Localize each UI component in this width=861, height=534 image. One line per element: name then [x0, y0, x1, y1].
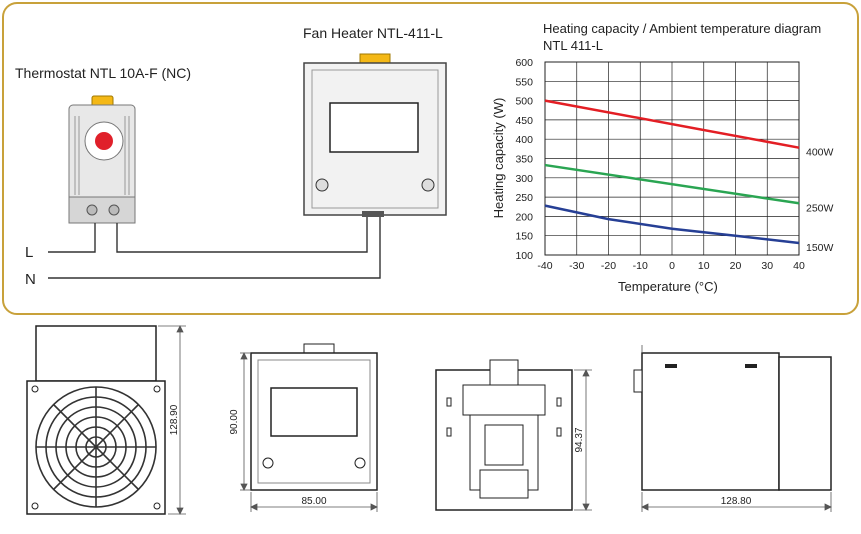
view-back: 94.37 — [435, 359, 592, 511]
line-l-label: L — [25, 244, 33, 261]
chart-ticks: -40 -30 -20 -10 0 10 20 30 40 100 150 200 250 300 350 4… — [515, 57, 805, 272]
y-tick-label: 400 — [515, 134, 533, 146]
view-side-fan: 128.90 — [26, 325, 186, 515]
screw-icon — [153, 502, 161, 510]
dim-back-height: 94.37 — [574, 427, 585, 452]
y-tick-label: 350 — [515, 154, 533, 166]
view-top: 128.80 — [633, 345, 832, 512]
wire-n — [48, 217, 381, 279]
thermostat-dial[interactable] — [95, 132, 113, 150]
x-tick-label: -20 — [601, 260, 616, 272]
y-tick-label: 250 — [515, 192, 533, 204]
screw-icon — [354, 457, 366, 469]
x-tick-label: -10 — [633, 260, 648, 272]
heater-window — [329, 102, 419, 153]
fan-grille-icon — [35, 386, 157, 508]
x-tick-label: -30 — [569, 260, 584, 272]
top-fan-housing — [778, 356, 832, 491]
y-tick-label: 600 — [515, 57, 533, 69]
series-line-250W — [544, 163, 800, 205]
thermostat-terminal-block — [68, 196, 136, 224]
thermostat-vent-right — [124, 116, 130, 195]
x-tick-label: 10 — [698, 260, 710, 272]
wiring-frame — [2, 2, 859, 315]
y-tick-label: 450 — [515, 115, 533, 127]
screw-icon — [262, 457, 274, 469]
top-body — [641, 352, 780, 491]
chart-xlabel: Temperature (°C) — [618, 279, 718, 294]
x-tick-label: 40 — [793, 260, 805, 272]
line-n-label: N — [25, 271, 36, 288]
dim-side-height: 128.90 — [169, 404, 180, 435]
dimension-back — [574, 369, 592, 511]
dim-top-width: 128.80 — [721, 496, 752, 507]
thermostat-vent-left — [74, 116, 80, 195]
slot-icon — [446, 397, 452, 407]
wiring-lines — [48, 217, 381, 279]
x-tick-label: 0 — [669, 260, 675, 272]
capacity-chart: Heating capacity / Ambient temperature d… — [491, 21, 834, 294]
series-line-400W — [544, 99, 800, 149]
terminal-screw-icon — [86, 204, 98, 216]
series-line-150W — [544, 204, 800, 245]
top-clip — [633, 369, 643, 393]
chart-ylabel: Heating capacity (W) — [491, 98, 506, 219]
series-label: 150W — [806, 242, 834, 254]
heater-label: Fan Heater NTL-411-L — [303, 25, 443, 41]
chart-series: 400W 250W 150W — [544, 99, 834, 254]
din-clip-window — [484, 424, 524, 466]
fan-heater-wiring: Fan Heater NTL-411-L — [303, 25, 447, 217]
series-label: 400W — [806, 147, 834, 159]
y-tick-label: 100 — [515, 250, 533, 262]
screw-icon — [31, 385, 39, 393]
dimension-side-height — [158, 325, 186, 515]
y-tick-label: 550 — [515, 76, 533, 88]
dim-front-height: 90.00 — [229, 409, 240, 434]
x-tick-label: 20 — [730, 260, 742, 272]
dimension-top — [641, 345, 832, 512]
chart-subtitle: NTL 411-L — [543, 38, 603, 53]
heater-panel — [311, 69, 439, 209]
front-panel — [257, 359, 371, 484]
y-tick-label: 300 — [515, 173, 533, 185]
slot-icon — [745, 364, 757, 368]
thermostat: Thermostat NTL 10A-F (NC) — [15, 65, 191, 224]
wire-l-in — [48, 223, 96, 253]
housing-top — [35, 325, 157, 382]
thermostat-label: Thermostat NTL 10A-F (NC) — [15, 65, 191, 81]
din-clip-bottom — [479, 469, 529, 499]
x-tick-label: 30 — [761, 260, 773, 272]
dimension-front — [240, 352, 378, 512]
chart-title: Heating capacity / Ambient temperature d… — [543, 21, 821, 36]
screw-icon — [31, 502, 39, 510]
din-rail-mount — [462, 384, 546, 416]
y-tick-label: 500 — [515, 96, 533, 108]
y-tick-label: 150 — [515, 231, 533, 243]
screw-icon — [421, 178, 435, 192]
screw-icon — [315, 178, 329, 192]
y-tick-label: 200 — [515, 211, 533, 223]
slot-icon — [446, 427, 452, 437]
front-window — [270, 387, 358, 437]
wire-l-out — [116, 217, 368, 253]
view-front: 90.00 85.00 — [229, 343, 378, 512]
series-label: 250W — [806, 202, 834, 214]
dim-front-width: 85.00 — [301, 496, 326, 507]
screw-icon — [153, 385, 161, 393]
chart-grid — [544, 61, 800, 256]
heater-cable-gland — [362, 211, 384, 217]
terminal-screw-icon — [108, 204, 120, 216]
slot-icon — [556, 427, 562, 437]
x-tick-label: -40 — [537, 260, 552, 272]
slot-icon — [665, 364, 677, 368]
slot-icon — [556, 397, 562, 407]
